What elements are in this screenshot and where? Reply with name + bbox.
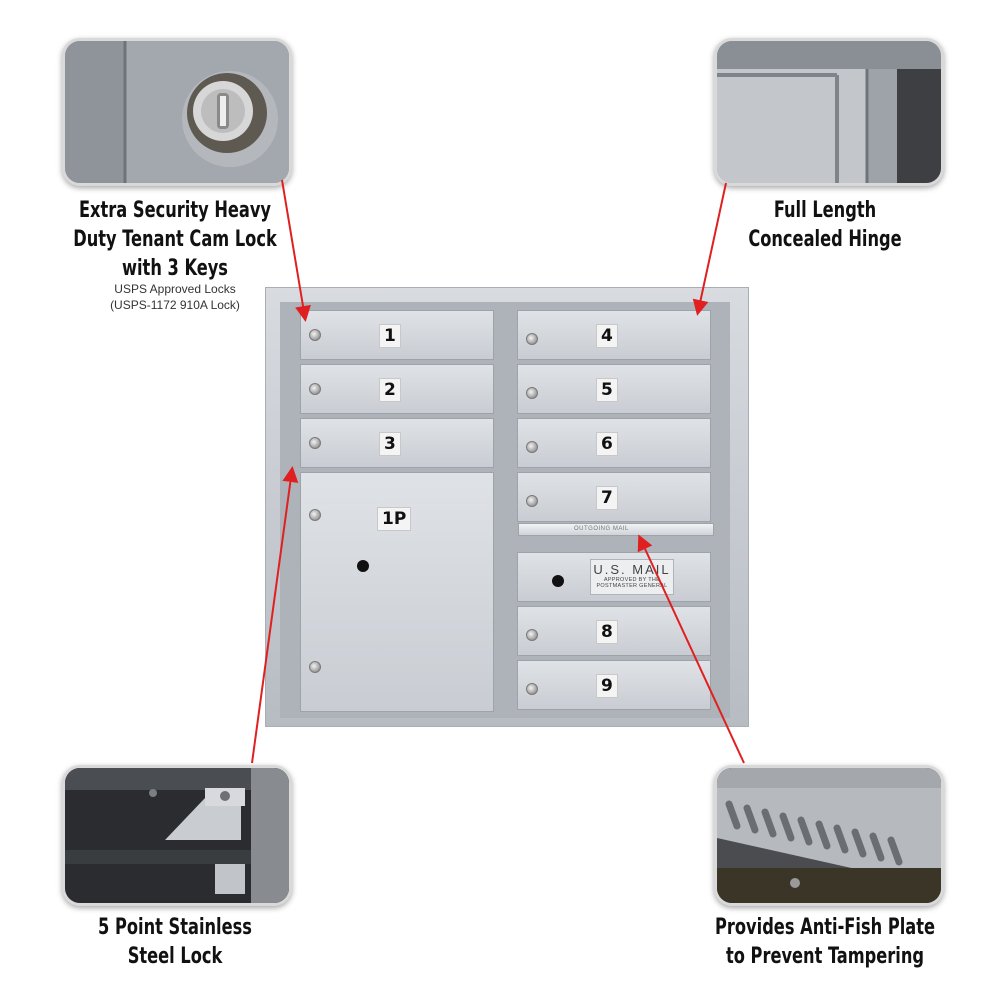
- cam-lock-caption-line-1: Extra Security Heavy: [78, 198, 272, 223]
- door-number: 2: [379, 378, 401, 402]
- stainless-lock-closeup-image: [62, 765, 292, 906]
- anti-fish-caption-line-1: Provides Anti-Fish Plate: [715, 915, 935, 940]
- mailbox-door-5[interactable]: 5: [517, 364, 711, 414]
- door-lock-icon: [526, 683, 538, 695]
- anti-fish-plate-icon: [717, 768, 941, 903]
- door-lock-icon: [526, 441, 538, 453]
- door-lock-icon: [309, 329, 321, 341]
- parcel-locker-door-1p[interactable]: 1P: [300, 472, 494, 712]
- mailbox-door-8[interactable]: 8: [517, 606, 711, 656]
- door-lock-icon: [309, 437, 321, 449]
- door-number: 6: [596, 432, 618, 456]
- outgoing-mail-label: OUTGOING MAIL: [574, 526, 629, 532]
- us-mail-plate: U.S. MAIL APPROVED BY THE POSTMASTER GEN…: [590, 559, 674, 595]
- mailbox-frame: 1 2 3 1P 4 5 6: [280, 302, 730, 718]
- parcel-lock-bottom-icon: [309, 661, 321, 673]
- outgoing-compartment-door[interactable]: U.S. MAIL APPROVED BY THE POSTMASTER GEN…: [517, 552, 711, 602]
- outgoing-mail-slot[interactable]: OUTGOING MAIL: [518, 523, 714, 536]
- cam-lock-subcaption-line-2: (USPS-1172 910A Lock): [110, 298, 240, 312]
- cam-lock-caption-line-2: Duty Tenant Cam Lock: [73, 227, 277, 252]
- door-number: 4: [596, 324, 618, 348]
- parcel-keyhole-icon: [357, 560, 369, 572]
- us-mail-line-2: POSTMASTER GENERAL: [596, 583, 668, 589]
- anti-fish-caption: Provides Anti-Fish Plate to Prevent Tamp…: [710, 913, 940, 971]
- door-lock-icon: [526, 629, 538, 641]
- mailbox-door-6[interactable]: 6: [517, 418, 711, 468]
- stainless-lock-caption-line-2: Steel Lock: [127, 944, 223, 969]
- outgoing-keyhole-icon: [552, 575, 564, 587]
- door-number: 7: [596, 486, 618, 510]
- parcel-door-number: 1P: [377, 507, 412, 531]
- cam-lock-caption: Extra Security Heavy Duty Tenant Cam Loc…: [64, 196, 285, 283]
- anti-fish-plate-closeup-image: [714, 765, 944, 906]
- door-lock-icon: [526, 387, 538, 399]
- hinge-caption-line-2: Concealed Hinge: [748, 227, 902, 252]
- door-number: 8: [596, 620, 618, 644]
- hinge-caption-line-1: Full Length: [773, 198, 877, 223]
- cam-lock-subcaption-line-1: USPS Approved Locks: [114, 282, 236, 296]
- cam-lock-closeup-image: [62, 38, 292, 186]
- us-mail-line-1: APPROVED BY THE: [603, 577, 661, 583]
- mailbox-door-2[interactable]: 2: [300, 364, 494, 414]
- mailbox-door-9[interactable]: 9: [517, 660, 711, 710]
- cam-lock-icon: [65, 41, 289, 183]
- door-lock-icon: [526, 495, 538, 507]
- mailbox-door-4[interactable]: 4: [517, 310, 711, 360]
- anti-fish-caption-line-2: to Prevent Tampering: [725, 944, 925, 969]
- hinge-closeup-image: [714, 38, 944, 186]
- parcel-lock-top-icon: [309, 509, 321, 521]
- hinge-icon: [717, 41, 941, 183]
- door-lock-icon: [526, 333, 538, 345]
- hinge-caption: Full Length Concealed Hinge: [731, 196, 920, 254]
- door-number: 1: [379, 324, 401, 348]
- stainless-lock-caption: 5 Point Stainless Steel Lock: [77, 913, 274, 971]
- cam-lock-subcaption: USPS Approved Locks (USPS-1172 910A Lock…: [85, 281, 265, 313]
- latch-icon: [65, 768, 289, 903]
- mailbox-unit: 1 2 3 1P 4 5 6: [265, 287, 749, 727]
- cam-lock-caption-line-3: with 3 Keys: [122, 256, 228, 281]
- mailbox-door-1[interactable]: 1: [300, 310, 494, 360]
- door-lock-icon: [309, 383, 321, 395]
- door-number: 5: [596, 378, 618, 402]
- mailbox-door-3[interactable]: 3: [300, 418, 494, 468]
- us-mail-title: U.S. MAIL: [593, 562, 671, 577]
- door-number: 3: [379, 432, 401, 456]
- door-number: 9: [596, 674, 618, 698]
- mailbox-door-7[interactable]: 7: [517, 472, 711, 522]
- stainless-lock-caption-line-1: 5 Point Stainless: [98, 915, 252, 940]
